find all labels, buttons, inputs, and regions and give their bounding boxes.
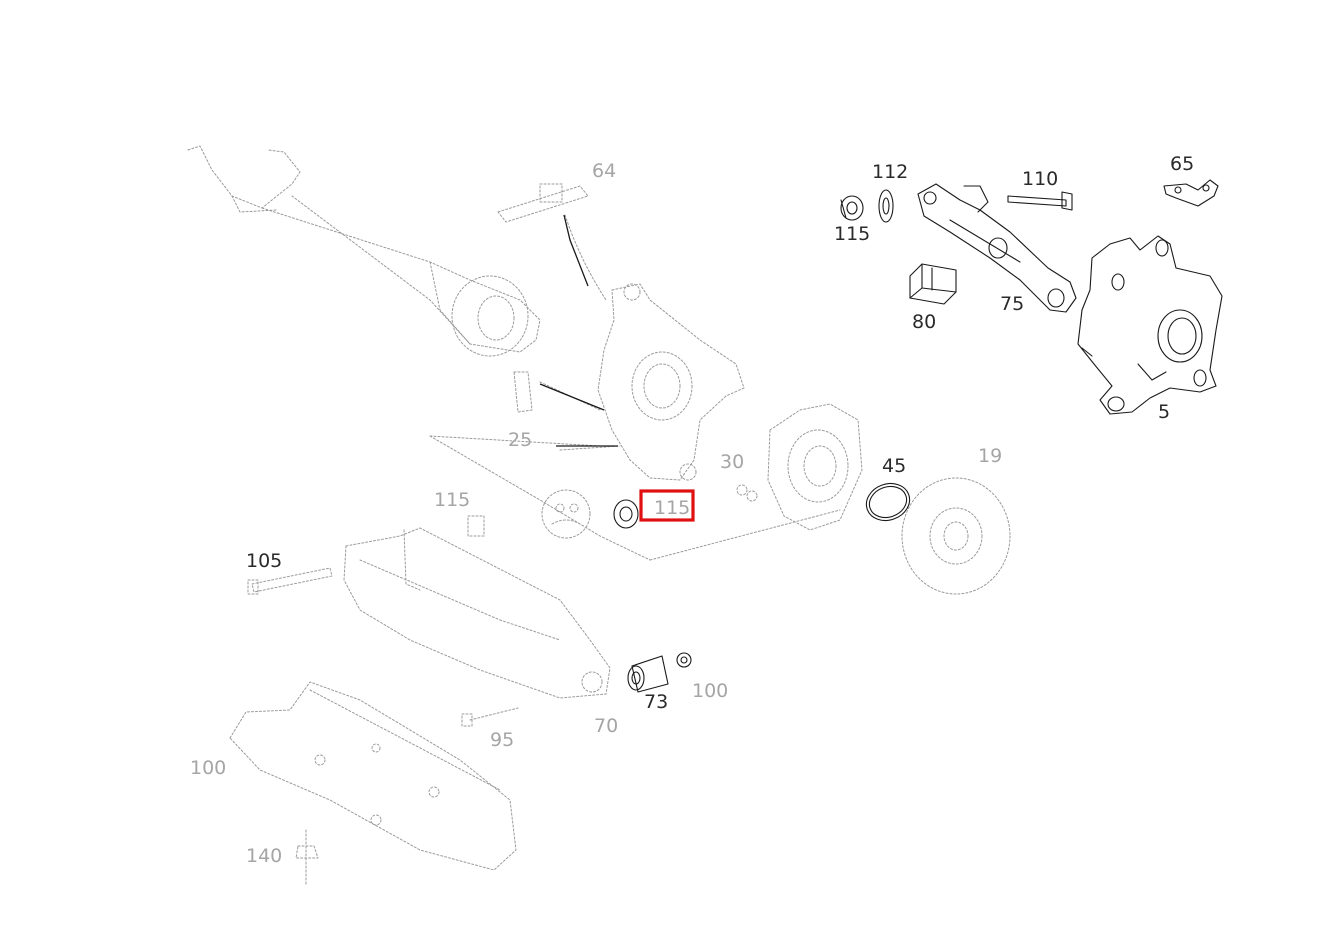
label-65: 65 — [1170, 153, 1194, 175]
ghost-nut-115 — [467, 515, 485, 537]
label-70: 70 — [594, 715, 618, 737]
ghost-control-arm — [343, 527, 611, 699]
part-circlip-45[interactable] — [861, 478, 915, 527]
part-camber-link-75[interactable] — [917, 183, 1077, 313]
label-5: 5 — [1158, 401, 1170, 423]
ghost-knuckle — [597, 283, 745, 481]
label-64: 64 — [592, 160, 616, 182]
label-80: 80 — [912, 311, 936, 333]
ghost-clip-140 — [295, 829, 319, 885]
selected-part-highlight[interactable] — [639, 489, 695, 522]
ghost-drive-shaft — [187, 145, 541, 357]
leader-64 — [563, 214, 589, 287]
part-bushing-73[interactable] — [627, 652, 692, 693]
ghost-bolt-64 — [497, 183, 607, 301]
part-bracket-65[interactable] — [1163, 179, 1219, 207]
label-45: 45 — [882, 455, 906, 477]
ghost-bolt-105 — [247, 567, 333, 595]
part-knuckle-5[interactable] — [1077, 235, 1223, 415]
label-112: 112 — [872, 161, 908, 183]
part-bolt-110[interactable] — [1007, 191, 1073, 211]
label-105: 105 — [246, 550, 282, 572]
label-30: 30 — [720, 451, 744, 473]
label-115: 115 — [834, 223, 870, 245]
label-75: 75 — [1000, 293, 1024, 315]
label-140: 140 — [246, 845, 282, 867]
label-115-faded: 115 — [434, 489, 470, 511]
label-73: 73 — [644, 691, 668, 713]
part-bushing-knuckle[interactable] — [613, 499, 639, 529]
part-washer-112[interactable] — [878, 189, 894, 223]
part-nut-115[interactable] — [840, 195, 864, 221]
label-110: 110 — [1022, 168, 1058, 190]
ghost-bolt-row — [513, 371, 601, 413]
label-25: 25 — [508, 429, 532, 451]
active-parts-layer: 112 110 65 115 80 75 5 45 73 105 — [246, 153, 1223, 713]
label-100-faded: 100 — [692, 680, 728, 702]
ghost-cover-plate — [541, 489, 591, 539]
ghost-plate-lines — [429, 435, 841, 561]
label-19: 19 — [978, 445, 1002, 467]
label-highlighted: 115 — [654, 497, 690, 519]
ghost-brake-disc — [901, 477, 1011, 595]
ghost-parts-layer: 64 25 30 19 115 100 100 70 140 95 — [187, 145, 1011, 885]
label-100: 100 — [190, 757, 226, 779]
ghost-guard-plate — [229, 681, 517, 871]
part-cage-80[interactable] — [909, 263, 957, 305]
label-95: 95 — [490, 729, 514, 751]
leader-95 — [539, 383, 605, 411]
ghost-wheel-hub — [736, 403, 863, 531]
ghost-bolt-95 — [461, 707, 519, 727]
label-highlighted-text: 115 — [654, 497, 690, 519]
